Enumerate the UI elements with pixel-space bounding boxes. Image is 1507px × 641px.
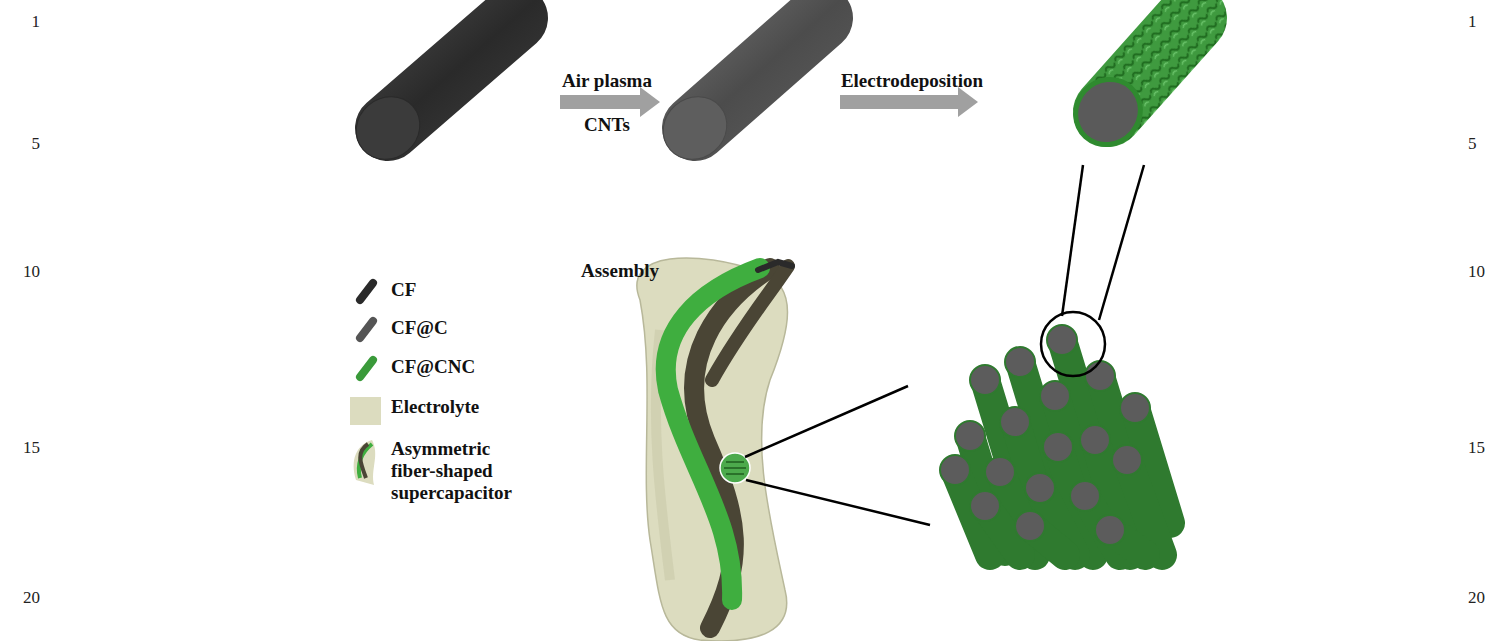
hatch [724, 462, 746, 474]
legend-text: Electrolyte [391, 396, 479, 418]
fiber-end [970, 365, 1000, 395]
fiber-end [1112, 445, 1142, 475]
process-label: Air plasma [562, 70, 652, 92]
fiber-end [1080, 425, 1110, 455]
fiber-end [940, 455, 970, 485]
line-number: 10 [23, 262, 40, 282]
fiber-end [1015, 511, 1045, 541]
line-number: 1 [32, 12, 41, 32]
fiber-end [1120, 393, 1150, 423]
fiber-end [955, 421, 985, 451]
fiber-end [1040, 381, 1070, 411]
legend-icon [354, 440, 375, 485]
process-arrow [560, 87, 660, 117]
zoom-line [1099, 165, 1144, 320]
fiber-end [1070, 481, 1100, 511]
legend-text: CF@C [391, 317, 448, 339]
fiber-end [970, 491, 1000, 521]
line-number: 5 [1468, 134, 1477, 154]
legend-text: CF [391, 279, 416, 301]
fiber-end [985, 457, 1015, 487]
legend-text: Asymmetric fiber-shaped supercapacitor [391, 438, 511, 504]
coated-fiber [650, 18, 820, 172]
carbon-fiber [712, 266, 788, 380]
fiber-end [1085, 361, 1115, 391]
process-label: Assembly [581, 260, 659, 282]
line-number: 15 [23, 438, 40, 458]
line-number: 1 [1468, 12, 1477, 32]
line-number: 20 [23, 588, 40, 608]
fiber-end [1005, 347, 1035, 377]
fiber-end [1000, 407, 1030, 437]
zoom-circle [1041, 312, 1105, 376]
fiber-end [1025, 473, 1055, 503]
fiber-tip [758, 262, 792, 270]
fiber-end [1043, 432, 1073, 462]
zoom-line [745, 386, 908, 457]
line-number: 15 [1468, 438, 1485, 458]
process-label: Electrodeposition [841, 70, 983, 92]
legend-icon [360, 321, 373, 338]
legend-text: CF@CNC [391, 356, 475, 378]
zoom-line [1062, 165, 1083, 316]
nanocoated-fiber [1059, 18, 1192, 162]
fiber-end [1047, 325, 1077, 355]
carbon-fiber [343, 18, 515, 172]
process-arrow [840, 87, 978, 117]
zoom-line [746, 480, 930, 525]
legend-icon [360, 360, 373, 377]
fiber-end [1095, 515, 1125, 545]
line-number: 20 [1468, 588, 1485, 608]
line-number: 10 [1468, 262, 1485, 282]
process-label: CNTs [584, 114, 630, 136]
fiber-bundle [940, 325, 1170, 555]
legend-swatch [350, 397, 381, 425]
line-number: 5 [32, 134, 41, 154]
legend-icon [360, 283, 373, 300]
